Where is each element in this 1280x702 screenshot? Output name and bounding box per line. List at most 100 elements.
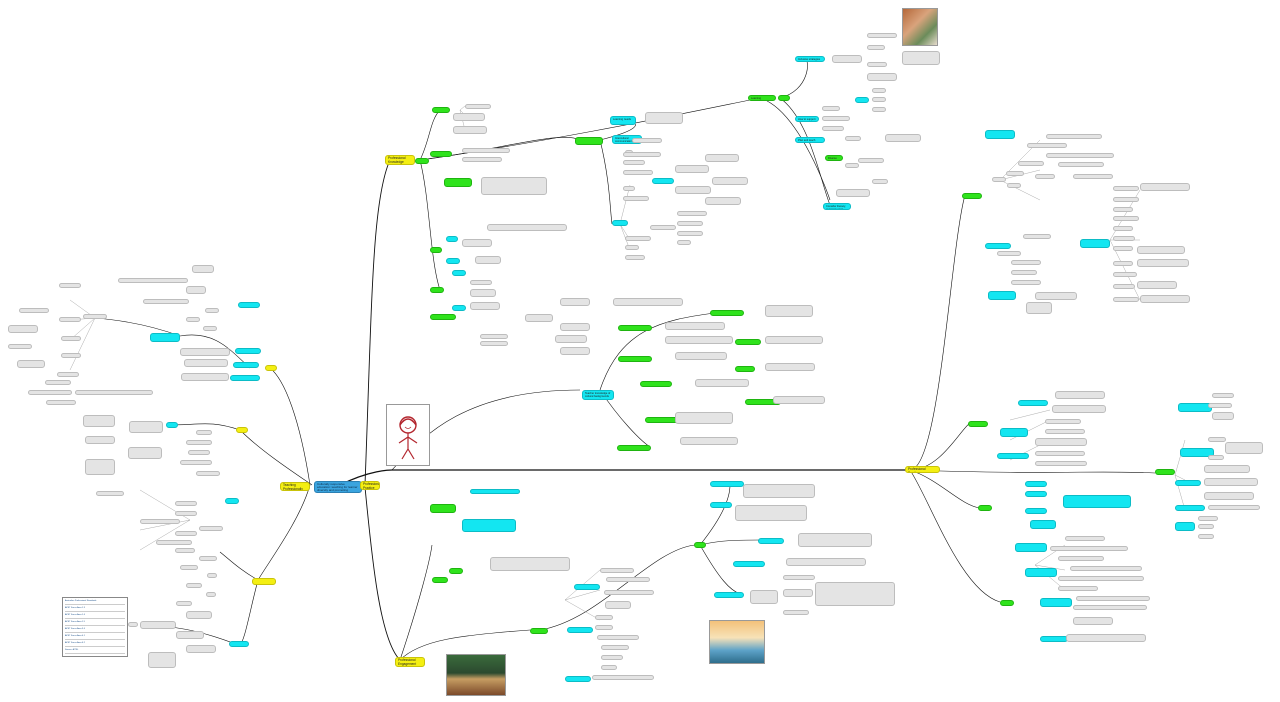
node-culture[interactable] xyxy=(444,178,472,187)
node-plan[interactable] xyxy=(962,193,982,199)
node-values[interactable] xyxy=(446,258,460,264)
node-strength[interactable] xyxy=(1025,508,1047,514)
node-ict[interactable] xyxy=(1175,505,1205,511)
node-students[interactable] xyxy=(432,107,450,113)
detail-p33 xyxy=(1026,302,1052,314)
node-partners[interactable] xyxy=(1015,543,1047,552)
node-safe[interactable] xyxy=(1175,480,1201,486)
node-respond[interactable] xyxy=(978,505,992,511)
node-professional-engagement[interactable]: Professional Engagement xyxy=(395,657,425,667)
node-network[interactable] xyxy=(449,568,463,574)
node-curriculum[interactable] xyxy=(618,325,652,331)
node-sen[interactable] xyxy=(229,641,249,647)
panel-row[interactable]: Source: AITSL xyxy=(65,649,125,654)
node-learning-environment[interactable] xyxy=(252,578,276,585)
node-learners[interactable] xyxy=(233,362,259,368)
node-records[interactable] xyxy=(1040,636,1068,642)
node-requirements[interactable] xyxy=(733,561,765,567)
node-guide[interactable] xyxy=(1025,481,1047,487)
node-engage-professional[interactable] xyxy=(462,519,516,532)
node-how-learn[interactable] xyxy=(415,158,429,164)
node-families[interactable] xyxy=(640,381,672,387)
node-professional-learning[interactable] xyxy=(430,504,456,513)
node-diversity[interactable] xyxy=(236,427,248,433)
node-policy[interactable] xyxy=(710,502,732,508)
node-language-access[interactable] xyxy=(1030,520,1056,529)
node-adjust[interactable] xyxy=(1000,428,1028,437)
node-school[interactable] xyxy=(574,584,600,590)
node-professional-standards[interactable] xyxy=(714,592,744,598)
detail-a1 xyxy=(1055,391,1105,399)
node-strategies[interactable] xyxy=(985,243,1011,249)
node-engagement[interactable] xyxy=(988,291,1016,300)
node-colleagues[interactable] xyxy=(432,577,448,583)
node-legislation[interactable] xyxy=(710,481,744,487)
node-resources[interactable] xyxy=(618,356,652,362)
panel-row[interactable]: APST Focus Area 4.1 xyxy=(65,635,125,640)
node-consider-literacy[interactable]: Consider literacy, numeracy and language… xyxy=(823,203,851,210)
panel-row[interactable]: APST Focus Area 1.3 xyxy=(65,607,125,612)
node-feedback-right[interactable] xyxy=(1040,598,1072,607)
node-rights[interactable] xyxy=(430,247,442,253)
node-inclusive-strategies[interactable]: Inclusive strategies xyxy=(795,56,825,62)
node-gender[interactable] xyxy=(166,422,178,428)
node-learning-needs[interactable]: Learning needs xyxy=(610,116,636,125)
node-learning-environment-top[interactable]: Learning environment xyxy=(748,95,776,101)
node-engage[interactable] xyxy=(778,95,790,101)
node-identity[interactable] xyxy=(452,305,466,311)
node-access[interactable] xyxy=(235,348,261,354)
node-language[interactable] xyxy=(855,97,869,103)
node-professional-practice[interactable]: Professional Practice xyxy=(360,481,380,490)
panel-row[interactable]: APST Focus Area 1.4 xyxy=(65,614,125,619)
node-carers[interactable] xyxy=(565,676,591,682)
panel-row[interactable]: APST Focus Area 6.2 xyxy=(65,642,125,647)
node-behaviour[interactable] xyxy=(1180,448,1214,457)
node-language-2[interactable] xyxy=(430,287,444,293)
node-diverse-assessment[interactable]: Diverse assessment practices that reflec… xyxy=(825,155,843,161)
node-aitsl[interactable] xyxy=(470,489,520,494)
node-ses[interactable] xyxy=(225,498,239,504)
node-diversity-of-students[interactable] xyxy=(575,137,603,145)
panel-row[interactable]: APST Focus Area 1.5 xyxy=(65,621,125,626)
node-building[interactable] xyxy=(1080,239,1110,248)
node-teacher-knowledge[interactable]: Teacher knowledge of cultural background… xyxy=(582,390,614,400)
node-disability[interactable] xyxy=(230,375,260,381)
node-reflection[interactable] xyxy=(735,366,755,372)
node-evaluate[interactable] xyxy=(997,453,1029,459)
node-empathy[interactable] xyxy=(446,236,458,242)
node-culturally-responsive[interactable] xyxy=(430,314,456,320)
node-reflect[interactable] xyxy=(1018,400,1048,406)
node-families-bottom[interactable] xyxy=(567,627,593,633)
node-know-students[interactable] xyxy=(430,151,452,157)
node-parents[interactable] xyxy=(1025,568,1057,577)
node-report[interactable] xyxy=(1000,600,1014,606)
node-learning[interactable] xyxy=(612,220,628,226)
node-assess[interactable] xyxy=(968,421,988,427)
panel-row[interactable]: APST Focus Area 3.4 xyxy=(65,628,125,633)
node-classroom[interactable] xyxy=(1178,403,1212,412)
node-equity[interactable] xyxy=(238,302,260,308)
node-rules[interactable] xyxy=(1175,522,1195,531)
node-code-of-conduct[interactable] xyxy=(758,538,784,544)
panel-row[interactable]: Australian Professional Standards xyxy=(65,600,125,605)
node-support-all[interactable]: How to support all learners xyxy=(795,116,819,122)
node-inclusive-approach[interactable] xyxy=(1063,495,1131,508)
node-support[interactable] xyxy=(1025,491,1047,497)
node-respect[interactable] xyxy=(452,270,466,276)
central-topic[interactable]: Culturally responsive education: teachin… xyxy=(314,481,362,493)
node-indigenous[interactable] xyxy=(150,333,180,342)
node-professional-practice-right[interactable]: Professional Practice xyxy=(905,466,940,473)
node-learning-goals[interactable] xyxy=(985,130,1015,139)
node-professional-knowledge[interactable]: Professional Knowledge xyxy=(385,155,415,165)
node-feedback[interactable] xyxy=(645,417,679,423)
node-inclusion[interactable] xyxy=(265,365,277,371)
node-manage[interactable] xyxy=(1155,469,1175,475)
node-ethics[interactable] xyxy=(694,542,706,548)
node-background[interactable] xyxy=(652,178,674,184)
node-collaboration[interactable] xyxy=(735,339,761,345)
node-differentiated[interactable] xyxy=(710,310,744,316)
node-teaching-professionally[interactable]: Teaching Professionally xyxy=(280,482,310,491)
node-reporting[interactable] xyxy=(617,445,651,451)
node-plan-teach[interactable]: Plan and teach differentiated learning xyxy=(795,137,825,143)
node-community[interactable] xyxy=(530,628,548,634)
